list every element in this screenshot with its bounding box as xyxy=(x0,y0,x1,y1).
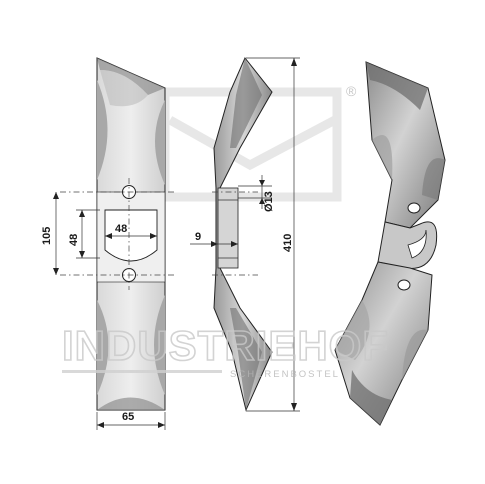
dim-overall-height: 105 xyxy=(41,192,59,275)
blade-side-view xyxy=(213,57,273,412)
dim-hole-spacing: 48 xyxy=(68,209,100,259)
dim-length: 410 xyxy=(246,57,300,412)
svg-text:INDUSTRIEHOF: INDUSTRIEHOF xyxy=(62,322,389,369)
dim-slot-width: 48 xyxy=(105,223,157,239)
svg-text:48: 48 xyxy=(68,234,80,246)
svg-text:9: 9 xyxy=(195,231,201,243)
blade-perspective-view xyxy=(334,61,446,426)
svg-text:Ø13: Ø13 xyxy=(263,191,275,212)
svg-text:48: 48 xyxy=(115,223,127,235)
perspective-hole-lower xyxy=(397,279,411,291)
dim-blade-width: 65 xyxy=(96,411,166,430)
svg-text:410: 410 xyxy=(282,234,294,252)
registered-mark: ® xyxy=(346,83,357,99)
svg-text:105: 105 xyxy=(41,227,53,245)
perspective-hole-upper xyxy=(407,202,421,214)
dim-hole-diameter: Ø13 xyxy=(238,175,275,212)
svg-text:65: 65 xyxy=(122,411,134,423)
blade-front-view xyxy=(96,57,166,411)
dim-thickness: 9 xyxy=(190,231,238,247)
svg-text:SCHERENBOSTEL: SCHERENBOSTEL xyxy=(230,369,340,380)
watermark-text: INDUSTRIEHOF SCHERENBOSTEL xyxy=(61,321,389,380)
